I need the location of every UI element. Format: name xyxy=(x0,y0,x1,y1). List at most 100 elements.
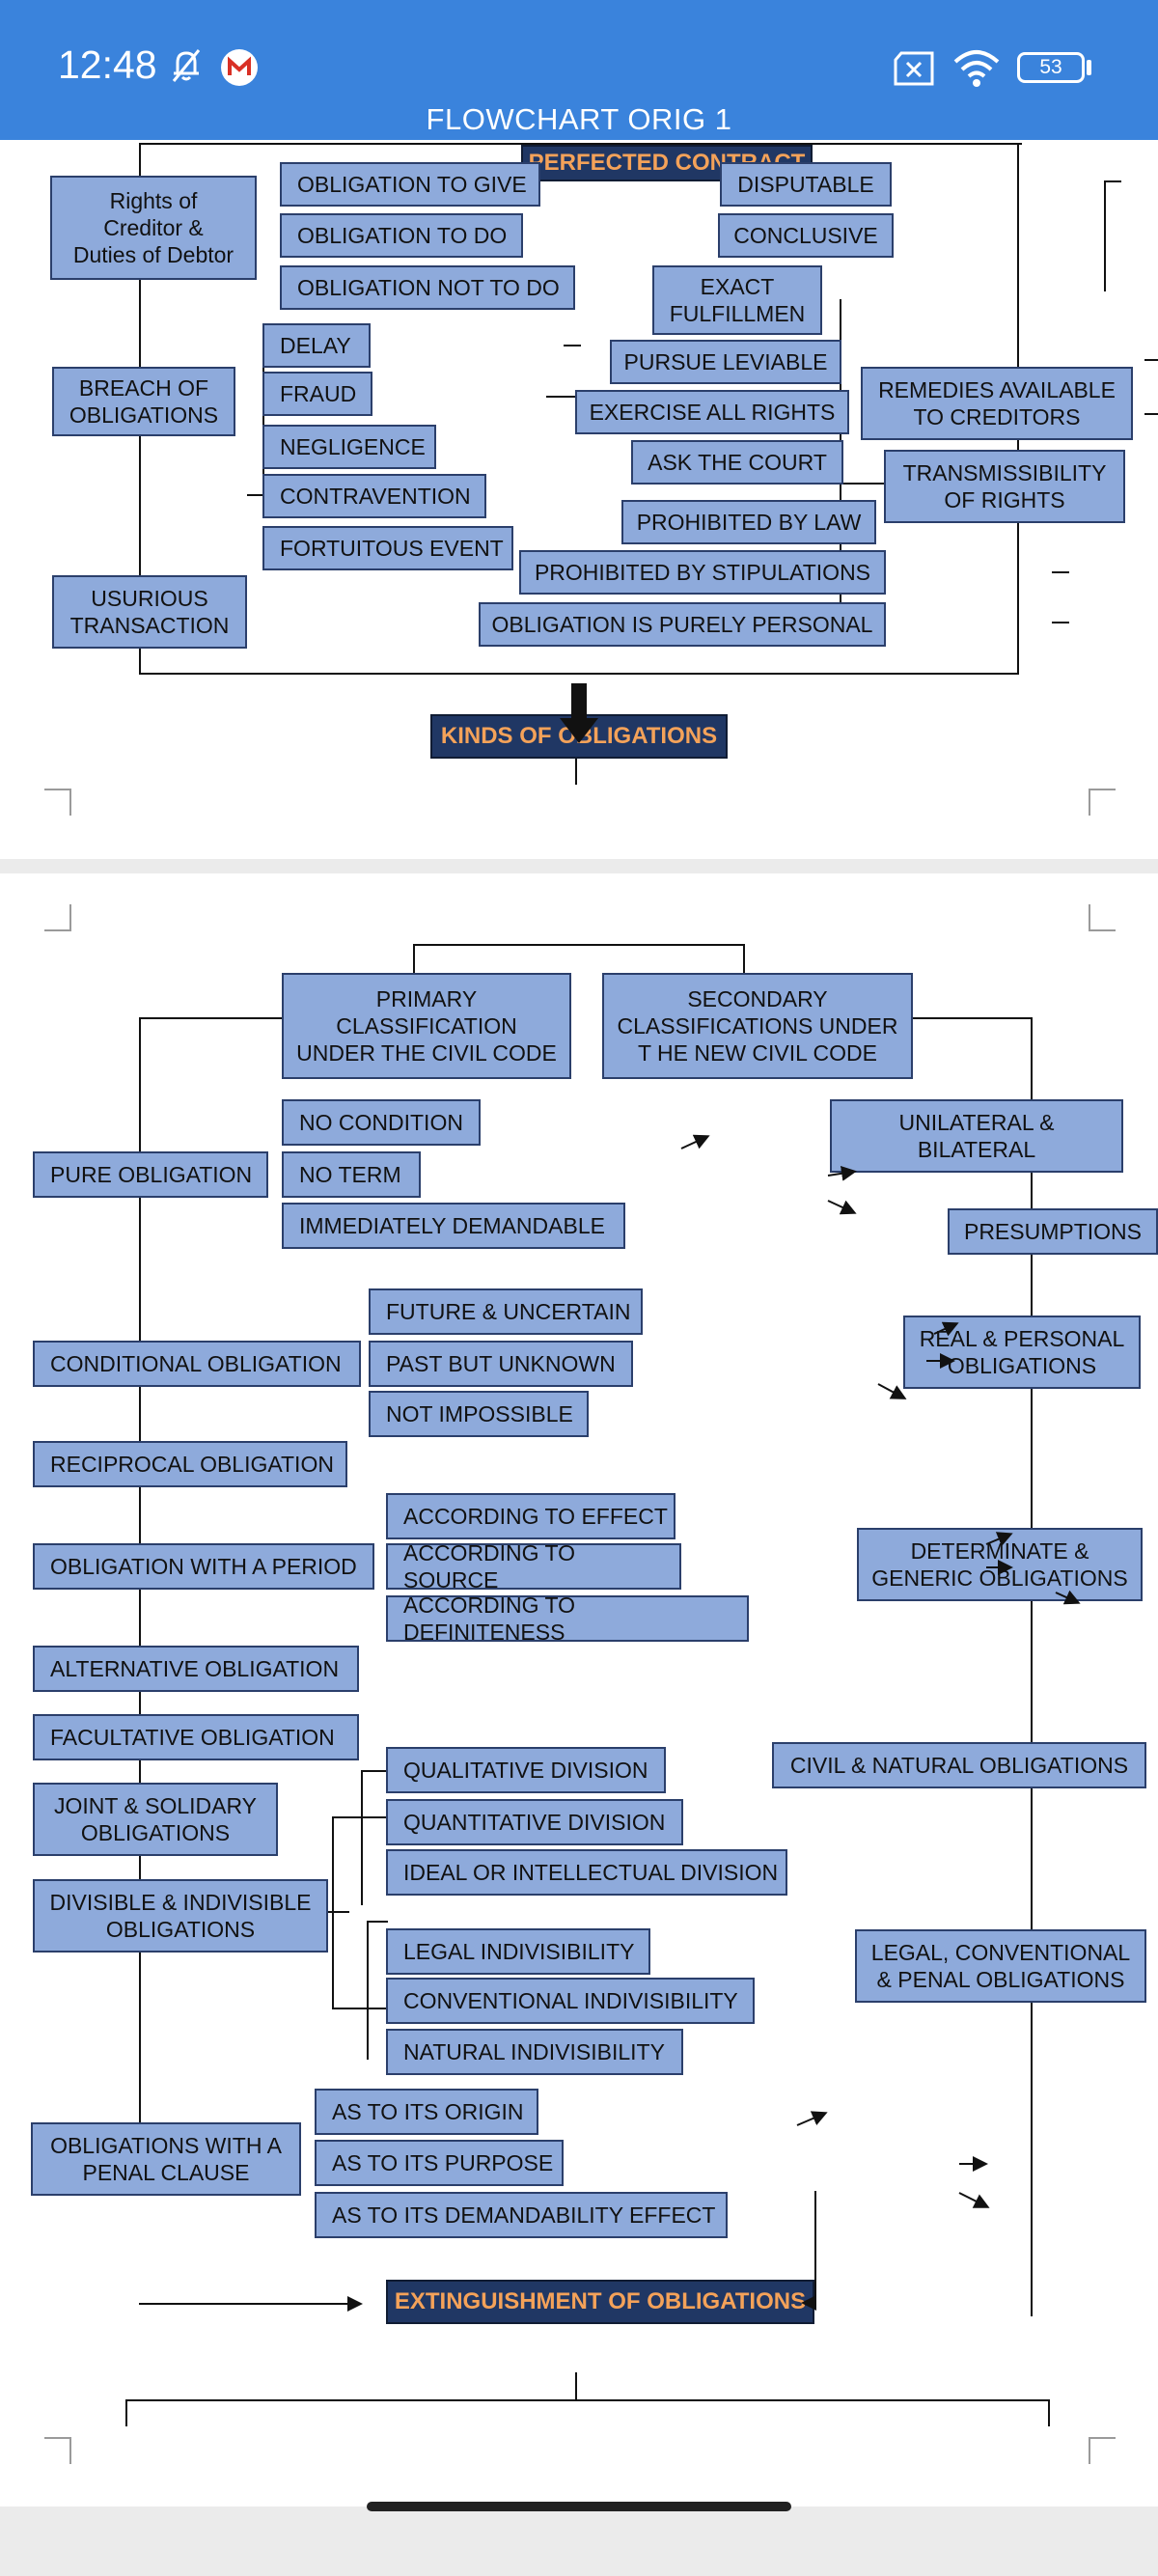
connector-line xyxy=(1048,2399,1050,2426)
no-sim-icon xyxy=(894,51,934,86)
connector-line xyxy=(575,758,577,785)
negligence-box: NEGLIGENCE xyxy=(262,425,436,469)
connector-line xyxy=(367,1921,388,1923)
connector-line xyxy=(546,396,575,398)
bell-off-icon xyxy=(172,49,201,82)
connector-line xyxy=(1144,359,1158,361)
status-time: 12:48 xyxy=(58,42,157,87)
remedies-available-box: REMEDIES AVAILABLE TO CREDITORS xyxy=(861,367,1133,440)
status-bar: 12:48 53 FLOWCHART ORIG 1 xyxy=(0,0,1158,140)
page-corner-mark xyxy=(1089,789,1116,816)
primary-classification-box: PRIMARY CLASSIFICATION UNDER THE CIVIL C… xyxy=(282,973,571,1079)
connector-line xyxy=(139,2303,349,2305)
ideal-intellectual-division-box: IDEAL OR INTELLECTUAL DIVISION xyxy=(386,1849,787,1896)
transmissibility-of-rights-box: TRANSMISSIBILITY OF RIGHTS xyxy=(884,450,1125,523)
connector-line xyxy=(564,345,581,346)
prohibited-by-law-box: PROHIBITED BY LAW xyxy=(621,500,876,544)
connector-line xyxy=(575,2372,577,2399)
page-corner-mark xyxy=(44,789,71,816)
no-condition-box: NO CONDITION xyxy=(282,1099,481,1146)
connector-line xyxy=(1104,180,1121,182)
page-corner-mark xyxy=(44,904,71,931)
conventional-indivisibility-box: CONVENTIONAL INDIVISIBILITY xyxy=(386,1978,755,2024)
joint-solidary-box: JOINT & SOLIDARY OBLIGATIONS xyxy=(33,1783,278,1856)
connector-line xyxy=(911,1017,1033,1019)
connector-line xyxy=(139,673,1017,675)
according-to-definiteness-box: ACCORDING TO DEFINITENESS xyxy=(386,1593,749,1645)
connector-line xyxy=(367,1921,369,2060)
legal-indivisibility-box: LEGAL INDIVISIBILITY xyxy=(386,1928,650,1975)
page-corner-mark xyxy=(1089,904,1116,931)
pursue-leviable-box: PURSUE LEVIABLE xyxy=(610,340,841,384)
obligation-not-to-do-box: OBLIGATION NOT TO DO xyxy=(280,265,575,310)
legal-conventional-penal-box: LEGAL, CONVENTIONAL & PENAL OBLIGATIONS xyxy=(855,1929,1146,2003)
pure-obligation-box: PURE OBLIGATION xyxy=(33,1151,268,1198)
reciprocal-obligation-box: RECIPROCAL OBLIGATION xyxy=(33,1441,347,1487)
kinds-of-obligations-box: KINDS OF OBLIGATIONS xyxy=(430,714,728,759)
connector-line xyxy=(247,494,262,496)
divisible-indivisible-box: DIVISIBLE & INDIVISIBLE OBLIGATIONS xyxy=(33,1879,328,1953)
according-to-source-box: ACCORDING TO SOURCE xyxy=(386,1540,681,1593)
prohibited-by-stipulations-box: PROHIBITED BY STIPULATIONS xyxy=(519,550,886,595)
connector-line xyxy=(332,1816,334,2009)
connector-line xyxy=(743,944,745,975)
battery-level: 53 xyxy=(1039,56,1062,78)
page-corner-mark xyxy=(1089,2437,1116,2464)
penal-clause-box: OBLIGATIONS WITH A PENAL CLAUSE xyxy=(31,2122,301,2196)
connector-line xyxy=(413,944,415,975)
connector-line xyxy=(1104,180,1106,291)
connector-line xyxy=(361,1770,388,1772)
presumptions-box: PRESUMPTIONS xyxy=(948,1208,1158,1255)
delay-box: DELAY xyxy=(262,323,371,368)
rights-of-creditor-box: Rights of Creditor & Duties of Debtor xyxy=(50,176,257,280)
facultative-obligation-box: FACULTATIVE OBLIGATION xyxy=(33,1714,359,1760)
natural-indivisibility-box: NATURAL INDIVISIBILITY xyxy=(386,2029,683,2075)
connector-line xyxy=(1052,571,1069,573)
obligation-with-period-box: OBLIGATION WITH A PERIOD xyxy=(33,1543,374,1590)
connector-line xyxy=(361,1770,363,1905)
qualitative-division-box: QUALITATIVE DIVISION xyxy=(386,1747,666,1793)
connector-line xyxy=(125,2399,127,2426)
as-to-demandability-box: AS TO ITS DEMANDABILITY EFFECT xyxy=(315,2192,728,2238)
real-personal-box: REAL & PERSONAL OBLIGATIONS xyxy=(903,1316,1141,1389)
connector-line xyxy=(139,143,1022,145)
exercise-all-rights-box: EXERCISE ALL RIGHTS xyxy=(575,390,849,434)
unilateral-bilateral-box: UNILATERAL & BILATERAL xyxy=(830,1099,1123,1173)
extinguishment-of-obligations-box: EXTINGUISHMENT OF OBLIGATIONS xyxy=(386,2280,814,2324)
determinate-generic-box: DETERMINATE & GENERIC OBLIGATIONS xyxy=(857,1528,1143,1601)
connector-line xyxy=(332,1816,388,1818)
battery-tip xyxy=(1087,60,1091,75)
connector-line xyxy=(840,483,886,485)
alternative-obligation-box: ALTERNATIVE OBLIGATION xyxy=(33,1646,359,1692)
battery-icon: 53 xyxy=(1017,52,1085,83)
quantitative-division-box: QUANTITATIVE DIVISION xyxy=(386,1799,683,1845)
immediately-demandable-box: IMMEDIATELY DEMANDABLE xyxy=(282,1203,625,1249)
connector-line xyxy=(1144,413,1158,415)
breach-of-obligations-box: BREACH OF OBLIGATIONS xyxy=(52,367,235,436)
fortuitous-event-box: FORTUITOUS EVENT xyxy=(262,526,513,570)
document-title: FLOWCHART ORIG 1 xyxy=(426,102,732,136)
as-to-origin-box: AS TO ITS ORIGIN xyxy=(315,2089,538,2135)
ask-the-court-box: ASK THE COURT xyxy=(631,440,843,485)
conditional-obligation-box: CONDITIONAL OBLIGATION xyxy=(33,1341,361,1387)
future-uncertain-box: FUTURE & UNCERTAIN xyxy=(369,1288,643,1335)
connector-line xyxy=(1031,1017,1033,2316)
usurious-transaction-box: USURIOUS TRANSACTION xyxy=(52,575,247,649)
obligation-to-give-box: OBLIGATION TO GIVE xyxy=(280,162,540,207)
according-to-effect-box: ACCORDING TO EFFECT xyxy=(386,1493,676,1539)
connector-line xyxy=(1052,622,1069,623)
as-to-purpose-box: AS TO ITS PURPOSE xyxy=(315,2140,564,2186)
connector-line xyxy=(332,2008,388,2009)
civil-natural-box: CIVIL & NATURAL OBLIGATIONS xyxy=(772,1742,1146,1788)
gmail-icon xyxy=(221,49,258,86)
obligation-to-do-box: OBLIGATION TO DO xyxy=(280,213,523,258)
fraud-box: FRAUD xyxy=(262,372,372,416)
contravention-box: CONTRAVENTION xyxy=(262,474,486,518)
wifi-icon xyxy=(953,50,1000,87)
conclusive-box: CONCLUSIVE xyxy=(718,213,894,258)
obligation-purely-personal-box: OBLIGATION IS PURELY PERSONAL xyxy=(479,602,886,647)
past-but-unknown-box: PAST BUT UNKNOWN xyxy=(369,1341,633,1387)
connector-line xyxy=(413,944,745,946)
connector-line xyxy=(125,2399,1050,2401)
gesture-navigation-bar[interactable] xyxy=(367,2502,791,2511)
